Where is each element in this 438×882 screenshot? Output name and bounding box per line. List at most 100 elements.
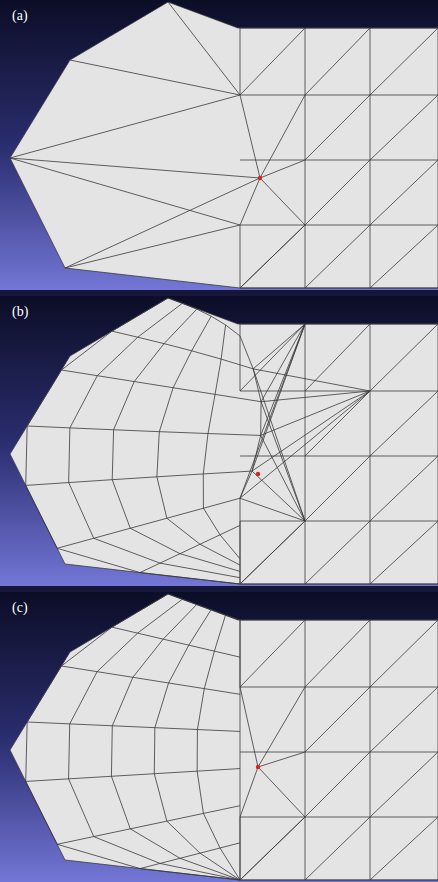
mesh-edge [240, 620, 241, 657]
selected-vertex [256, 765, 260, 769]
mesh-edge [240, 28, 438, 29]
mesh-edge [203, 498, 240, 508]
mesh-edge [26, 781, 57, 844]
mesh-edge [168, 594, 182, 599]
mesh-edge [203, 806, 240, 814]
mesh-edge [370, 752, 438, 817]
mesh-edge [305, 521, 370, 584]
mesh-edge [180, 554, 240, 572]
panel-label: (c) [12, 600, 28, 616]
mesh-edge [240, 391, 438, 392]
mesh-edge [240, 521, 305, 584]
mesh-edge [97, 376, 134, 382]
mesh-edge [197, 730, 240, 732]
mesh-edge [27, 426, 70, 428]
mesh-edge [261, 324, 305, 402]
mesh-edge [200, 853, 240, 880]
mesh-edge [240, 843, 241, 880]
mesh-edge [370, 160, 438, 225]
panel [0, 296, 438, 586]
mesh-edge [226, 325, 240, 336]
mesh-edge [182, 303, 196, 309]
mesh-edge [157, 474, 203, 477]
mesh-edge [370, 28, 371, 288]
mesh-edge [261, 391, 370, 435]
mesh-edge [305, 620, 306, 880]
mesh-edge [305, 620, 370, 687]
mesh-edge [203, 434, 208, 474]
mesh-edge [10, 158, 260, 178]
mesh-edge [200, 544, 240, 565]
mesh-edge [240, 752, 438, 753]
mesh-edge [97, 633, 137, 672]
mesh-edge [240, 880, 438, 881]
panel-label: (b) [12, 304, 28, 320]
mesh-edge [240, 521, 241, 584]
panel [0, 592, 438, 882]
mesh-edge [203, 508, 220, 535]
mesh-edge [130, 821, 167, 829]
mesh-edge [160, 554, 180, 563]
mesh-edge [240, 28, 241, 95]
mesh-edge [197, 689, 204, 730]
mesh-edge [167, 518, 200, 544]
mesh-edge [370, 225, 438, 288]
mesh-edge [203, 471, 252, 474]
mesh-edge [258, 767, 305, 817]
mesh-edge [112, 594, 168, 627]
mesh-edge [258, 752, 305, 767]
mesh-edge [240, 687, 438, 688]
mesh-edge [240, 565, 241, 571]
mesh-edge [240, 225, 438, 226]
mesh-edge [133, 677, 169, 683]
mesh-edge [240, 694, 241, 731]
mesh-edge [189, 610, 211, 646]
mesh-edge [240, 288, 438, 289]
mesh-edge [197, 730, 198, 772]
mesh-edge [65, 178, 260, 268]
mesh-edge [133, 639, 163, 677]
mesh-edge [159, 388, 173, 432]
mesh-edge [157, 432, 159, 477]
mesh-edge [70, 376, 97, 428]
mesh-edge [192, 316, 212, 351]
mesh-edge [167, 508, 204, 518]
mesh-edge [94, 538, 160, 563]
mesh-edge [370, 95, 438, 160]
mesh-edge [65, 225, 240, 268]
mesh-edge [197, 771, 203, 813]
mesh-edge [112, 726, 155, 728]
mesh-edge [61, 666, 97, 672]
mesh-edge [182, 599, 196, 604]
mesh-edge [260, 178, 305, 225]
mesh-edge [180, 858, 240, 880]
mesh-edge [253, 369, 305, 521]
mesh-edge [164, 309, 197, 343]
background [0, 0, 438, 290]
mesh-edge [26, 426, 27, 485]
mesh-edge [208, 434, 261, 436]
mesh-edge [200, 535, 220, 544]
mesh-edge [160, 563, 240, 578]
mesh-edge [305, 95, 370, 160]
mesh-edge [240, 687, 258, 767]
mesh-edge [70, 672, 97, 724]
mesh-edge [240, 178, 260, 225]
mesh-edge [159, 432, 208, 434]
mesh-edge [167, 821, 200, 853]
mesh-edge [154, 728, 156, 774]
mesh-edge [164, 344, 192, 351]
mesh-edge [240, 225, 241, 288]
mesh-edge [169, 645, 189, 683]
mesh-edge [220, 848, 240, 880]
mesh-edge [305, 28, 306, 288]
mesh-edge [70, 60, 240, 95]
mesh-edge [370, 620, 371, 880]
mesh-edge [211, 316, 225, 325]
mesh-edge [112, 430, 113, 480]
mesh-edge [97, 337, 137, 375]
mesh-edge [138, 337, 164, 343]
mesh-edge [208, 394, 215, 433]
mesh-edge [57, 548, 140, 572]
mesh-edge [94, 528, 131, 538]
